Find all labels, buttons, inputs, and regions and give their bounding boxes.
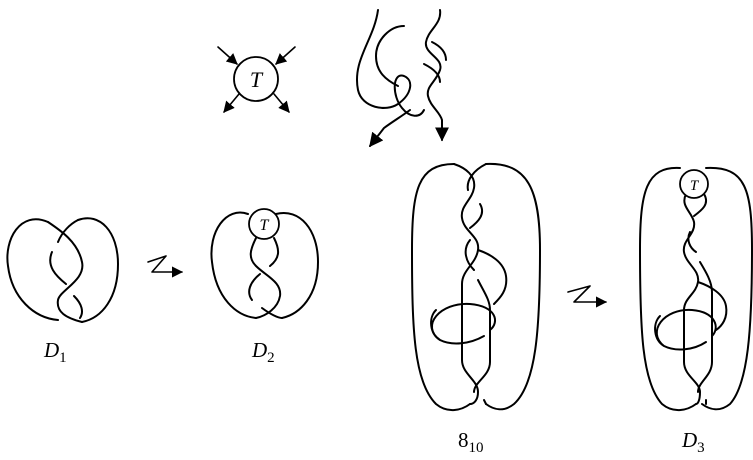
k810-outer-right [485,162,541,411]
k810-strand-b [464,163,491,405]
d2-outer-arcs [210,211,319,319]
d1-strand-a [47,221,84,323]
d3-strand-b [687,193,713,405]
outgoing-arrow-left [223,93,240,113]
outgoing-arrow-right [273,93,290,113]
d2-tangle-circle [248,208,280,240]
knot-D2: T D2 [210,208,319,366]
d3-outer-right [701,166,753,411]
strand-left [355,9,425,117]
tangle-circle [233,56,279,102]
incoming-arrow-left [217,46,238,65]
tangle-insertion-sketch [355,9,449,148]
knot-8-10: 810 [411,162,541,456]
d3-tangle-circle [679,169,709,199]
k810-strand-a [453,163,480,405]
d1-outer-arcs [6,217,119,323]
d2-strand-b [248,237,283,319]
d1-strand-b [49,219,83,319]
tangle-symbol: T [217,46,296,113]
d3-tangle-label: T [690,178,700,194]
strand-right-arrow [424,9,449,142]
knot-D1: D1 [6,217,119,366]
tangle-label: T [250,67,264,92]
twist-marks [423,41,447,83]
d2-strand-a [249,237,282,319]
k810-label: 810 [458,428,484,456]
k810-outer-left [411,163,471,411]
strand-loop [375,25,405,87]
transform-arrow-1 [147,255,184,278]
d2-tangle-label: T [260,217,270,234]
d3-clasp [654,308,717,351]
d1-label: D1 [43,338,67,366]
transform-arrow-2 [567,285,608,308]
knot-D3: T D3 [639,166,753,456]
d3-outer-left [639,166,697,411]
strand-left-arrow [369,109,411,148]
d3-strand-a [682,193,701,405]
d3-label: D3 [681,428,705,456]
d3-side-arc [697,281,728,331]
incoming-arrow-right [275,46,296,65]
d2-label: D2 [251,338,275,366]
k810-clasp [430,302,496,345]
k810-side-arc [477,249,508,305]
